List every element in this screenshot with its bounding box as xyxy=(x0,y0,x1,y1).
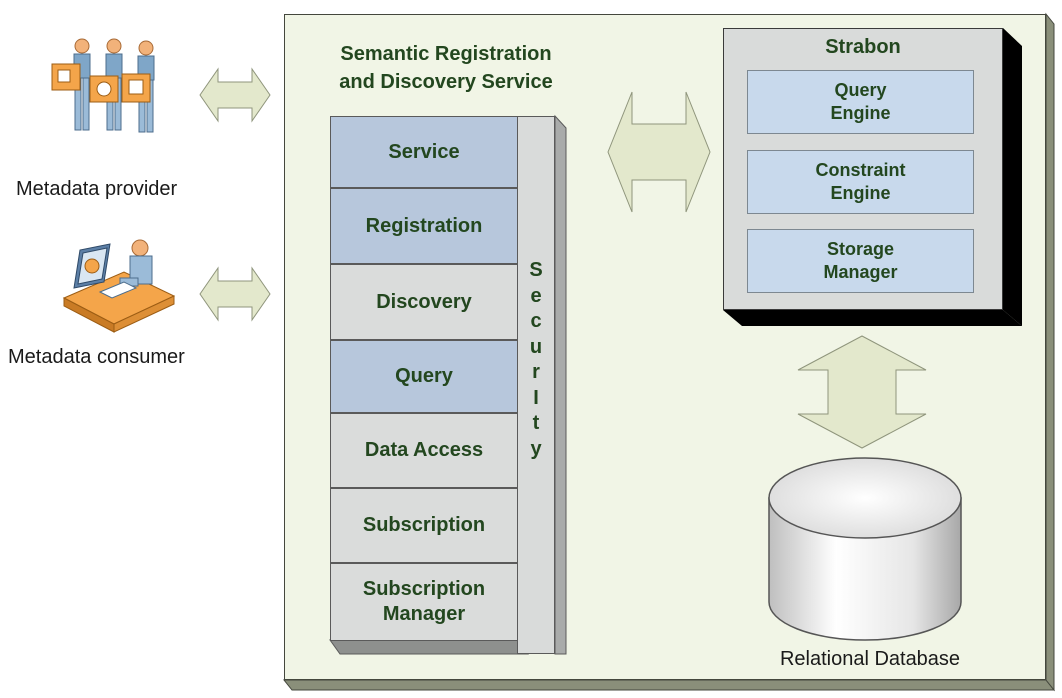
constraint-engine-box: Constraint Engine xyxy=(747,150,974,214)
srds-strabon-arrow xyxy=(607,91,711,213)
layer-label: Subscription xyxy=(362,514,486,536)
security-label: S e c u r I t y xyxy=(517,258,555,462)
srds-layer-service: Service xyxy=(330,116,518,188)
engine-label-line1: Query xyxy=(834,80,887,100)
layer-label: Registration xyxy=(365,214,483,237)
metadata-provider-label: Metadata provider xyxy=(16,178,178,200)
security-column xyxy=(517,116,555,654)
layer-label-line1: Subscription xyxy=(362,578,486,600)
security-letter: y xyxy=(530,437,542,460)
security-letter: t xyxy=(532,412,540,434)
engine-label-line2: Engine xyxy=(830,103,891,123)
security-letter: I xyxy=(533,386,539,409)
engine-label-line1: Constraint xyxy=(815,160,906,180)
layer-label: Data Access xyxy=(364,439,484,461)
srds-title-line1: Semantic Registration xyxy=(340,43,552,65)
strabon-title: Strabon xyxy=(825,36,901,58)
layer-label: Discovery xyxy=(376,290,472,313)
engine-label-line1: Storage xyxy=(826,239,895,259)
security-letter: e xyxy=(530,284,542,307)
provider-link-arrow xyxy=(199,67,271,123)
srds-layer-query: Query xyxy=(330,340,518,413)
security-letter: r xyxy=(532,361,540,383)
engine-label-line2: Manager xyxy=(823,262,898,282)
metadata-provider-icon xyxy=(51,38,155,133)
metadata-consumer-icon xyxy=(62,239,176,333)
security-letter: S xyxy=(529,259,543,281)
layer-label: Service xyxy=(388,140,460,163)
srds-layer-subscription-manager: Subscription Manager xyxy=(330,563,518,641)
relational-database-label: Relational Database xyxy=(779,648,961,670)
query-engine-box: Query Engine xyxy=(747,70,974,134)
srds-layer-discovery: Discovery xyxy=(330,264,518,340)
engine-label-line2: Engine xyxy=(830,183,891,203)
srds-title-line2: and Discovery Service xyxy=(339,71,553,93)
srds-layer-registration: Registration xyxy=(330,188,518,264)
security-letter: c xyxy=(530,310,542,332)
storage-manager-box: Storage Manager xyxy=(747,229,974,293)
strabon-database-arrow xyxy=(797,335,927,449)
srds-title: Semantic Registration and Discovery Serv… xyxy=(296,40,596,96)
layer-label: Query xyxy=(395,365,453,387)
security-letter: u xyxy=(529,335,543,358)
metadata-consumer-label: Metadata consumer xyxy=(8,346,185,368)
consumer-link-arrow xyxy=(199,266,271,322)
layer-label-line2: Manager xyxy=(382,603,466,625)
